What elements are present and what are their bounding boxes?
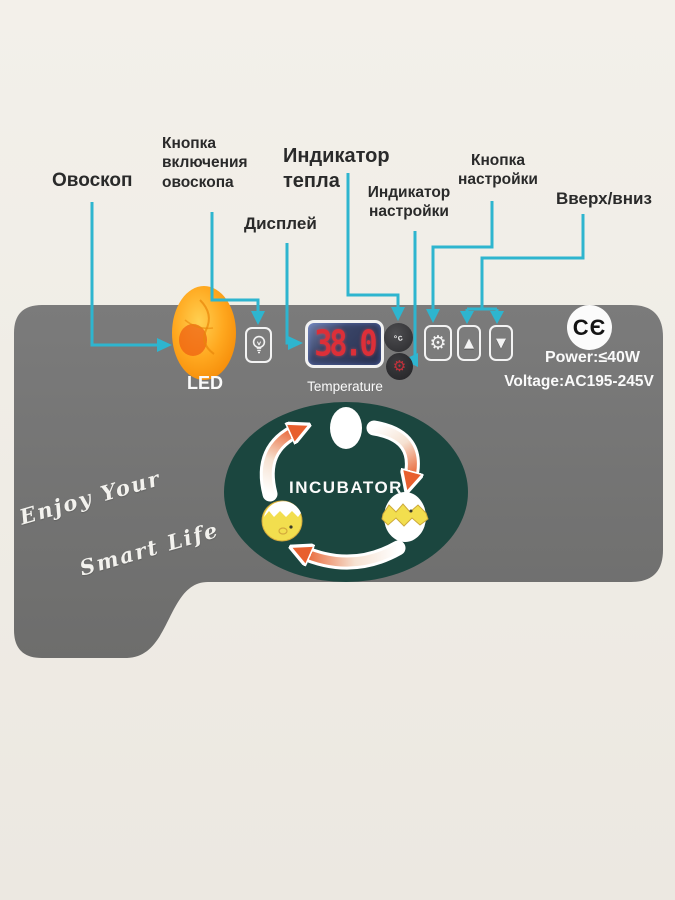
label-settings-button: Кнопка настройки xyxy=(458,152,538,189)
temperature-value: 38.0 xyxy=(314,323,377,365)
label-display: Дисплей xyxy=(244,214,317,233)
label-heat-indicator: Индикатор тепла xyxy=(283,145,390,192)
arrow-up-icon: ▲ xyxy=(464,335,474,351)
callout-line-heat-indicator xyxy=(346,173,400,309)
label-ovoscope: Овоскоп xyxy=(52,170,133,191)
callout-line-ovoscope-button xyxy=(210,212,260,313)
incubator-title: INCUBATOR xyxy=(289,478,403,497)
cycle-arrow-bottom xyxy=(302,548,403,567)
ce-mark: CЄ xyxy=(567,305,612,350)
chick-hatching-left xyxy=(261,500,303,542)
chick-hatching-right xyxy=(381,492,429,542)
power-rating: Power:≤40W xyxy=(544,349,641,366)
heat-indicator-led: °c xyxy=(384,323,413,352)
settings-indicator-gear-icon: ⚙ xyxy=(392,357,407,375)
arrow-down-icon: ▼ xyxy=(496,335,506,351)
temperature-label: Temperature xyxy=(307,379,383,394)
up-button[interactable]: ▲ xyxy=(457,325,481,361)
settings-indicator-led: ⚙ xyxy=(386,353,413,380)
heat-indicator-glyph: °c xyxy=(393,331,404,344)
callout-line-settings-button xyxy=(431,201,494,311)
cycle-arrow-right xyxy=(369,423,412,480)
callout-line-up-down xyxy=(465,214,585,314)
temperature-display: 38.0 xyxy=(305,320,384,368)
callout-arrowheads xyxy=(157,307,504,367)
ovoscope-light-button[interactable] xyxy=(245,327,272,363)
settings-button[interactable]: ⚙ xyxy=(424,325,452,361)
cycle-arrows xyxy=(259,420,412,570)
ovoscope-egg xyxy=(172,286,236,380)
led-label: LED xyxy=(187,373,223,393)
callout-line-ovoscope xyxy=(90,202,158,347)
label-settings-indicator: Индикатор настройки xyxy=(367,184,451,221)
label-ovoscope-button: Кнопка включения овоскопа xyxy=(162,135,248,191)
bulb-icon xyxy=(252,335,265,353)
down-button[interactable]: ▼ xyxy=(489,325,513,361)
cycle-arrow-left xyxy=(262,430,298,499)
voltage-rating: Voltage:AC195-245V xyxy=(504,373,654,390)
gear-icon: ⚙ xyxy=(429,331,447,354)
label-up-down: Вверх/вниз xyxy=(556,189,652,208)
cycle-egg xyxy=(330,407,362,449)
